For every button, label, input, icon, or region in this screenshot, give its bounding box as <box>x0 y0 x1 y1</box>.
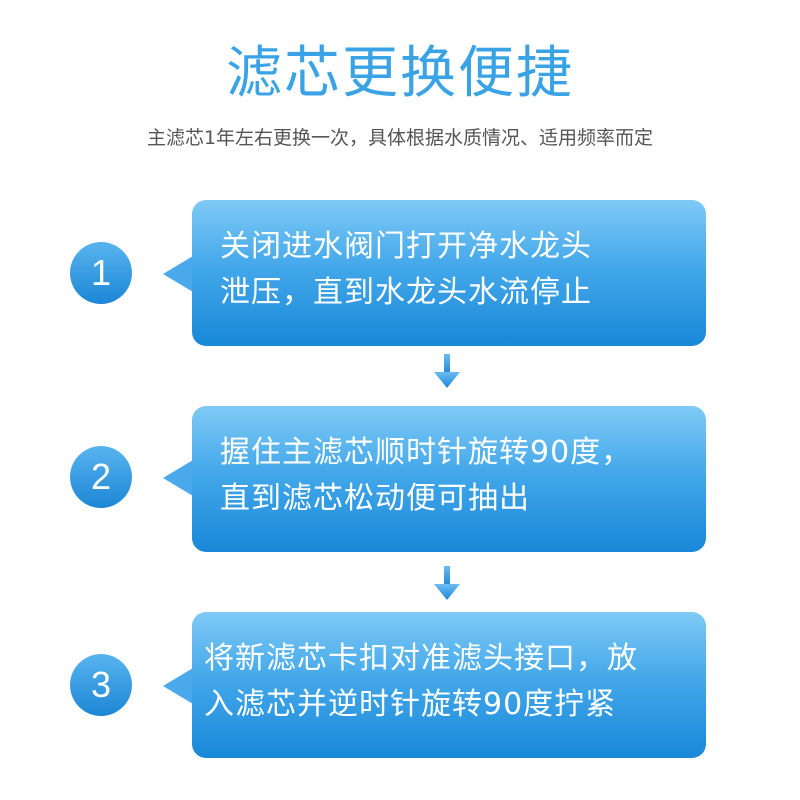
step-text-line-1: 将新滤芯卡扣对准滤头接口，放 <box>204 641 638 676</box>
arrow-down-icon <box>434 566 460 600</box>
bubble-pointer <box>163 460 193 496</box>
step-3: 3 将新滤芯卡扣对准滤头接口，放 入滤芯并逆时针旋转90度拧紧 <box>0 612 800 760</box>
step-number-badge: 2 <box>70 446 132 508</box>
step-2: 2 握住主滤芯顺时针旋转90度， 直到滤芯松动便可抽出 <box>0 406 800 554</box>
step-text: 握住主滤芯顺时针旋转90度， 直到滤芯松动便可抽出 <box>220 430 696 522</box>
step-text-line-2: 泄压，直到水龙头水流停止 <box>220 275 592 310</box>
step-text-line-1: 关闭进水阀门打开净水龙头 <box>220 229 592 264</box>
bubble-pointer <box>163 668 193 704</box>
arrow-down-icon <box>434 354 460 388</box>
step-text-line-1: 握住主滤芯顺时针旋转90度， <box>220 435 633 470</box>
bubble-pointer <box>163 256 193 292</box>
step-bubble: 握住主滤芯顺时针旋转90度， 直到滤芯松动便可抽出 <box>192 406 706 552</box>
step-bubble: 将新滤芯卡扣对准滤头接口，放 入滤芯并逆时针旋转90度拧紧 <box>192 612 706 758</box>
step-text-line-2: 直到滤芯松动便可抽出 <box>220 481 530 516</box>
step-text: 关闭进水阀门打开净水龙头 泄压，直到水龙头水流停止 <box>220 224 696 316</box>
step-number-badge: 1 <box>70 242 132 304</box>
page-title: 滤芯更换便捷 <box>226 41 574 106</box>
page-subtitle: 主滤芯1年左右更换一次，具体根据水质情况、适用频率而定 <box>146 127 654 149</box>
step-text: 将新滤芯卡扣对准滤头接口，放 入滤芯并逆时针旋转90度拧紧 <box>204 636 696 728</box>
step-bubble: 关闭进水阀门打开净水龙头 泄压，直到水龙头水流停止 <box>192 200 706 346</box>
step-number-badge: 3 <box>70 654 132 716</box>
step-1: 1 关闭进水阀门打开净水龙头 泄压，直到水龙头水流停止 <box>0 200 800 348</box>
step-text-line-2: 入滤芯并逆时针旋转90度拧紧 <box>204 687 617 722</box>
